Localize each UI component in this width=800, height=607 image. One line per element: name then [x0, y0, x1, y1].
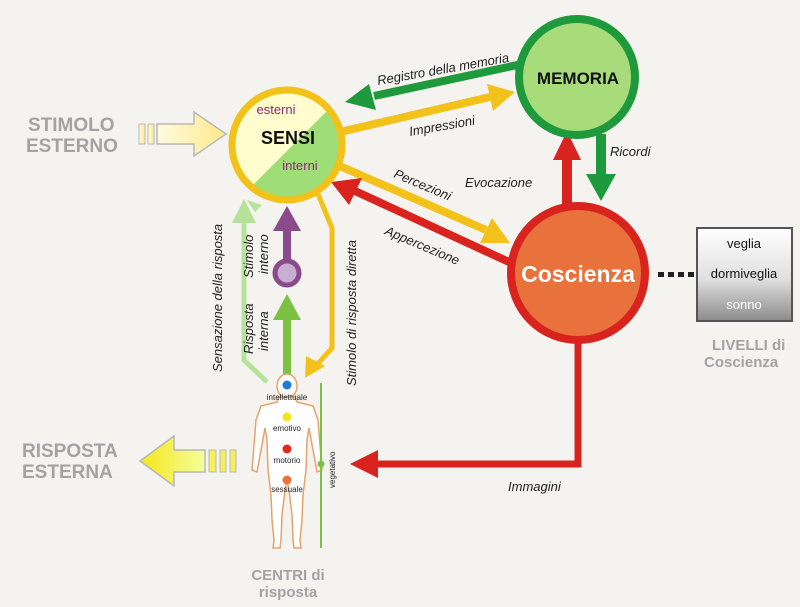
coscienza-circle: Coscienza — [507, 202, 649, 344]
stimolo-interno-label-2: interno — [256, 234, 271, 274]
memoria-title: MEMORIA — [537, 69, 619, 88]
percezioni-arrow — [331, 159, 510, 243]
livello-dormiveglia: dormiveglia — [711, 266, 778, 281]
stimolo-interno-label-1: Stimolo — [241, 235, 256, 278]
livelli-box: veglia dormiveglia sonno — [696, 227, 793, 322]
centro-sessuale-label: sessuale — [271, 485, 303, 494]
stimolo-interno-arrow — [272, 206, 302, 288]
risposta-esterna-arrow — [138, 434, 237, 488]
centro-intellettuale-label: intellettuale — [267, 393, 308, 402]
ricordi-arrow — [586, 134, 616, 201]
appercezione-arrow — [331, 178, 524, 272]
vegetativo-label: vegetativo — [328, 451, 337, 488]
livelli-connector — [658, 272, 694, 277]
sensi-interni-label: interni — [282, 158, 318, 173]
centro-emotivo-dot — [282, 412, 292, 422]
centri-caption-line1: CENTRI di — [251, 567, 324, 584]
sensi-esterni-label: esterni — [256, 102, 295, 117]
vegetativo-bracket: vegetativo — [317, 383, 337, 548]
risposta-interna-label-2: interna — [256, 311, 271, 351]
sensazione-risposta-label: Sensazione della risposta — [210, 224, 225, 372]
sensi-circle: esterni SENSI interni — [228, 86, 346, 204]
ricordi-label: Ricordi — [610, 144, 652, 159]
stimolo-esterno-line2: ESTERNO — [26, 136, 118, 157]
livello-veglia: veglia — [727, 236, 762, 251]
stimolo-risposta-diretta-arrow — [305, 193, 335, 378]
stimolo-esterno-arrow — [138, 110, 228, 158]
risposta-esterna-line1: RISPOSTA — [22, 441, 118, 462]
immagini-arrow — [350, 338, 582, 478]
sensazione-risposta-arrow — [232, 199, 269, 384]
memoria-circle: MEMORIA — [515, 15, 639, 139]
sensi-title: SENSI — [261, 128, 315, 148]
risposta-interna-label-1: Risposta — [241, 303, 256, 354]
centro-intellettuale-dot — [282, 380, 292, 390]
centri-caption-line2: risposta — [259, 584, 318, 601]
livelli-caption-line2: Coscienza — [704, 354, 779, 371]
centro-emotivo-label: emotivo — [273, 424, 302, 433]
stimolo-esterno-line1: STIMOLO — [28, 115, 115, 136]
livelli-caption-line1: LIVELLI di — [712, 337, 785, 354]
stimolo-risposta-diretta-label: Stimolo di risposta diretta — [344, 240, 359, 386]
risposta-esterna-line2: ESTERNA — [22, 462, 113, 483]
coscienza-title: Coscienza — [521, 261, 635, 287]
evocazione-label: Evocazione — [465, 175, 532, 190]
centro-sessuale-dot — [282, 475, 292, 485]
centro-motorio-dot — [282, 444, 292, 454]
appercezione-label: Appercezione — [382, 223, 462, 268]
risposta-interna-arrow — [273, 294, 301, 380]
livello-sonno: sonno — [726, 297, 761, 312]
registro-memoria-arrow — [345, 60, 523, 110]
impressioni-arrow — [339, 84, 515, 136]
centro-motorio-label: motorio — [274, 456, 301, 465]
evocazione-arrow — [553, 131, 581, 208]
immagini-label: Immagini — [508, 479, 562, 494]
